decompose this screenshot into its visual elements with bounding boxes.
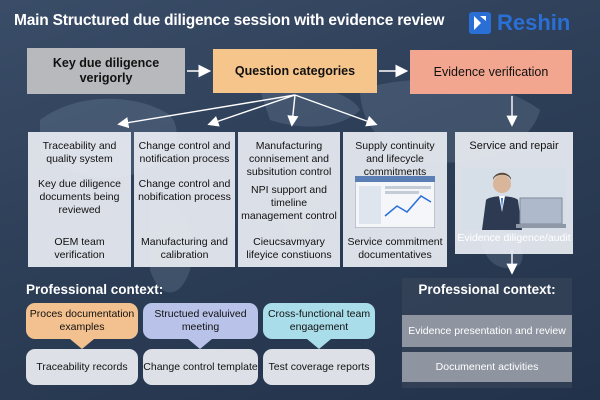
brand-logo: Reshin [468,9,592,37]
context-card-cross-functional: Cross-functional team engagement [263,303,375,339]
flow-step-evidence-verification: Evidence verification [410,50,572,94]
category-item: Supply continuity and lifecycle commitme… [355,140,435,179]
category-item: Manufacturing and calibration [141,236,228,262]
flow-step-key-due-diligence: Key due diligence verigorly [27,48,185,94]
category-column-traceability: Traceability and quality system Key due … [28,132,131,267]
context-card-test-coverage: Test coverage reports [263,349,375,385]
category-item: Traceability and quality system [42,140,117,166]
category-column-change-control: Change control and notification process … [134,132,235,267]
context-item-evidence-presentation: Evidence presentation and review [402,315,572,347]
category-item: Manufacturing connisement and subsitutio… [246,140,332,179]
page-title: Main Structured due diligence session wi… [14,12,445,29]
category-column-manufacturing: Manufacturing connisement and subsitutio… [238,132,340,267]
category-item: Change control and notification process [138,140,231,166]
category-item: Cieucsavmyary lifeyice constiuons [246,236,332,262]
category-item: Service commitment documentatives [347,236,443,262]
context-item-document-activities: Documenent activities [402,352,572,382]
flow-step-question-categories: Question categories [213,49,377,93]
context-heading-right: Professional context: [418,282,556,297]
service-title: Service and repair [469,140,559,152]
context-card-traceability-records: Traceability records [26,349,138,385]
reshin-logo-icon [469,12,491,34]
context-item-label: Evidence presentation and review [408,324,566,337]
person-laptop-icon [462,168,566,230]
context-heading-left: Professional context: [26,282,164,297]
context-card-structured-meeting: Structued evaluived meeting [143,303,258,339]
brand-name: Reshin [497,10,571,35]
context-card-change-control-template: Change control template [143,349,258,385]
category-column-supply-continuity: Supply continuity and lifecycle commitme… [343,132,447,267]
category-item: OEM team verification [54,236,105,262]
category-item: NPI support and timeline management cont… [241,184,337,223]
service-caption: Evidence diligence/audit [457,232,571,244]
dashboard-screenshot-icon [355,176,435,228]
category-item: Key due diligence documents being review… [38,178,121,217]
category-item: Change control and nobification process [138,178,231,204]
context-card-process-documentation: Proces documentation examples [26,303,138,339]
context-item-label: Documenent activities [435,361,539,373]
